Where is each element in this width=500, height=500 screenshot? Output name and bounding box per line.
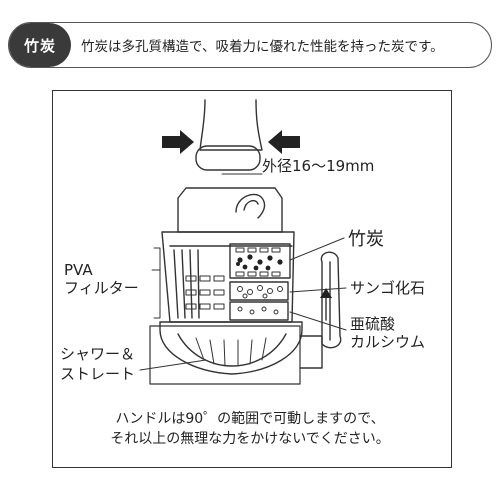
outer-diameter-label: 外径16～19mm (262, 157, 375, 175)
handle-note-line2: それ以上の無理な力をかけないでください。 (110, 431, 390, 447)
left-arrow-icon (162, 130, 194, 154)
shower-straight-label-line1: シャワー＆ (60, 345, 136, 363)
bamboo-charcoal-label: 竹炭 (348, 229, 384, 250)
right-arrow-icon (268, 130, 300, 154)
shower-bowl (159, 321, 303, 375)
header-description: 竹炭は多孔質構造で、吸着力に優れた性能を持った炭です。 (81, 39, 444, 55)
coral-fossil-label: サンゴ化石 (350, 279, 426, 297)
header-banner: 竹炭 竹炭は多孔質構造で、吸着力に優れた性能を持った炭です。 (8, 22, 492, 68)
diameter-arrows (162, 130, 332, 298)
calcium-sulfite-label-line1: 亜硫酸 (350, 315, 396, 333)
shower-straight-label-line2: ストレート (60, 365, 136, 383)
calcium-sulfite-label-line2: カルシウム (350, 333, 426, 351)
connector-nut (195, 145, 261, 171)
mount-bracket (149, 325, 301, 385)
handle-hook (235, 193, 266, 219)
pva-filter-label-line1: PVA (64, 261, 93, 279)
diagram-frame (52, 90, 452, 468)
hose-pipe (199, 99, 263, 151)
charcoal-dots (236, 254, 283, 271)
side-knob (320, 251, 342, 349)
up-arrow-icon (320, 288, 332, 298)
header-badge: 竹炭 (9, 23, 71, 67)
upper-body (177, 187, 283, 233)
handle-note-line1: ハンドルは90゜の範囲で可動しますので、 (115, 411, 385, 427)
pva-filter-label-line2: フィルター (64, 279, 139, 297)
